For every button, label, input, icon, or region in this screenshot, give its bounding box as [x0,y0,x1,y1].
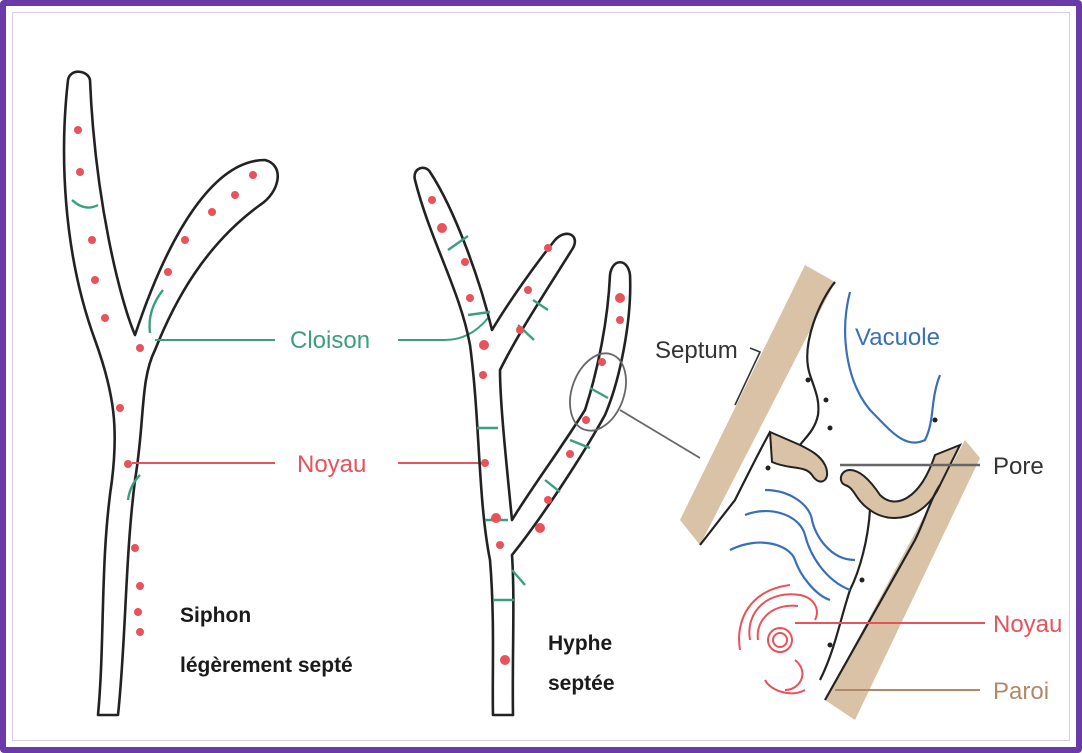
siphon-nucleus [116,404,124,412]
siphon-nucleus [208,208,216,216]
siphon-nucleus [91,276,99,284]
organelle-dot [766,466,771,471]
siphon-nucleus [101,314,109,322]
septate-nucleus [615,293,625,303]
septate-nucleus [496,541,504,549]
septate-nucleus [481,459,489,467]
septate-nucleus [479,340,489,350]
septate-nucleus [461,258,469,266]
organelle-dot [933,418,938,423]
hyphe-caption-line1: Hyphe [548,632,612,655]
septate-nucleus [500,655,510,665]
organelle-dot [806,378,811,383]
septum-upper [770,432,827,482]
septate-nucleus [616,316,624,324]
septate-nucleus [466,294,474,302]
siphon-nucleus [136,582,144,590]
nucleus-membrane-arc [785,660,802,690]
noyau-label-left: Noyau [297,451,366,478]
hyphe-caption-line2: septée [548,672,615,695]
siphon-nucleus [136,628,144,636]
cloison-leader-right [398,318,488,340]
siphon-caption-line1: Siphon [180,604,251,627]
vacuole-label: Vacuole [855,324,940,351]
pore-label: Pore [993,453,1044,480]
vacuole-membrane [745,511,850,590]
nucleus-envelope-inner [758,606,798,640]
paroi-label: Paroi [993,678,1049,705]
noyau-label-right: Noyau [993,611,1062,638]
septate-septum [590,388,608,398]
septate-nucleus [544,496,552,504]
siphon-septum-1 [72,200,98,208]
cloison-label: Cloison [290,327,370,354]
siphon-septum-2 [150,290,163,333]
septum-label: Septum [655,337,738,364]
septate-nucleus [535,523,545,533]
siphon-nucleus [76,168,84,176]
siphon-nucleus [164,268,172,276]
siphon-caption-line2: légèrement septé [180,654,353,677]
septate-nucleus [516,326,524,334]
septate-nucleus [524,286,532,294]
septate-nucleus [598,358,606,366]
siphon-nucleus [88,236,96,244]
detail-nucleus [739,585,817,693]
organelle-dot [828,426,833,431]
organelle-dot [860,578,865,583]
septate-nucleus [544,244,552,252]
siphon-nucleus [74,126,82,134]
siphon-nucleus [136,344,144,352]
septate-nucleus [437,223,447,233]
septate-septum [545,480,560,492]
septate-nucleus [428,196,436,204]
nucleolus [768,628,792,652]
siphon-nucleus [231,191,239,199]
nucleolus-inner [773,633,787,647]
siphon-nucleus [134,608,142,616]
septate-nucleus [566,450,574,458]
septate-nucleus [479,371,487,379]
magnifier-leader [620,410,700,458]
organelle-dot [824,398,829,403]
septate-nucleus [582,416,590,424]
vacuole-membrane [845,292,940,443]
siphon-nucleus [249,171,257,179]
septate-septum [468,312,490,315]
siphon-nucleus [181,236,189,244]
septate-nucleus [491,513,501,523]
siphon-nucleus [124,460,132,468]
organelle-dot [828,643,833,648]
cell-wall-band [680,265,835,545]
siphon-nucleus [131,544,139,552]
vacuole-membrane [730,543,830,600]
